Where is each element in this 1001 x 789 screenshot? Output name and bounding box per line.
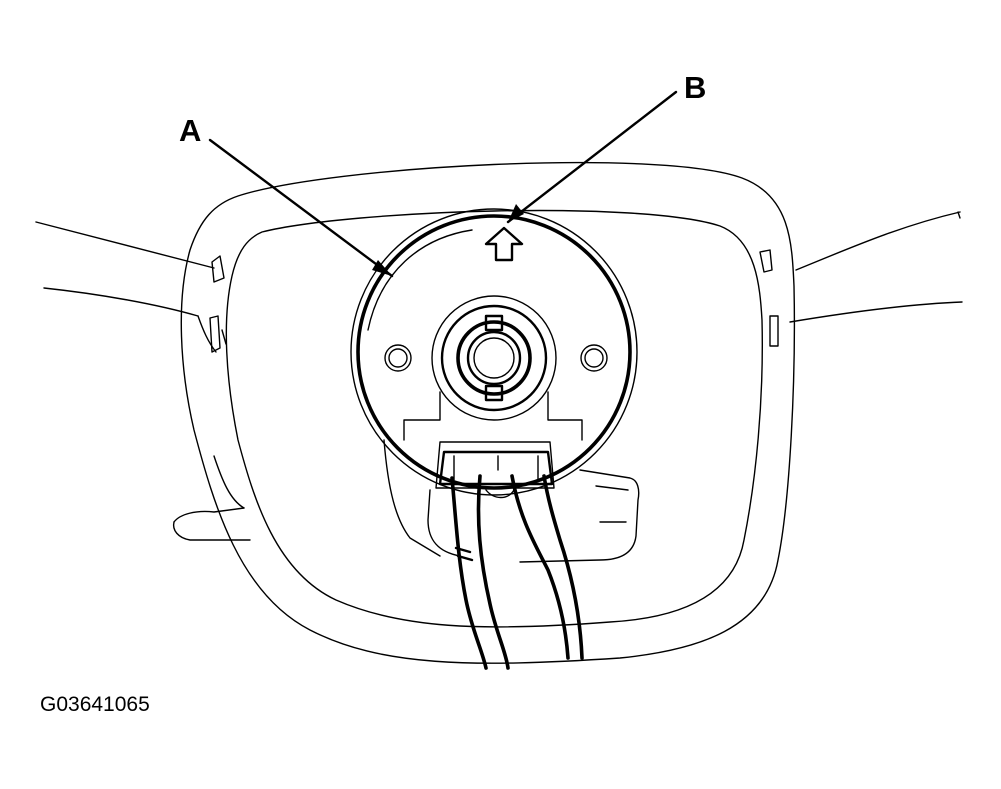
cable-reel-outer-ring [350, 208, 638, 496]
cable-reel-left-hole [384, 344, 412, 372]
steering-hub-inner-rim [225, 209, 763, 628]
cable-reel-body [356, 214, 632, 490]
cable-reel-rotor [431, 295, 557, 421]
right-side-slots [759, 249, 779, 347]
left-side-slots [209, 255, 227, 353]
label-b: B [684, 70, 706, 105]
cable-reel-right-hole [580, 344, 608, 372]
steering-hub-outer-rim [180, 161, 796, 664]
left-switch-stalk [35, 221, 217, 353]
label-a: A [179, 113, 201, 148]
neutral-alignment-arrow-mark [484, 226, 524, 262]
cable-reel-inner-edge [367, 229, 473, 331]
lower-bracket [383, 439, 640, 563]
wire-harness [450, 474, 584, 670]
label-b-arrowhead [508, 204, 524, 222]
right-switch-stalk [789, 211, 963, 323]
left-lower-lever [172, 455, 251, 541]
rotor-bottom-notch [484, 384, 504, 402]
cable-reel-connector [435, 441, 555, 499]
figure-code: G03641065 [40, 693, 150, 716]
label-a-arrowhead [372, 260, 392, 276]
label-b-leader-line [506, 90, 678, 224]
label-a-leader-line [208, 138, 394, 278]
rotor-top-notch [484, 314, 504, 332]
